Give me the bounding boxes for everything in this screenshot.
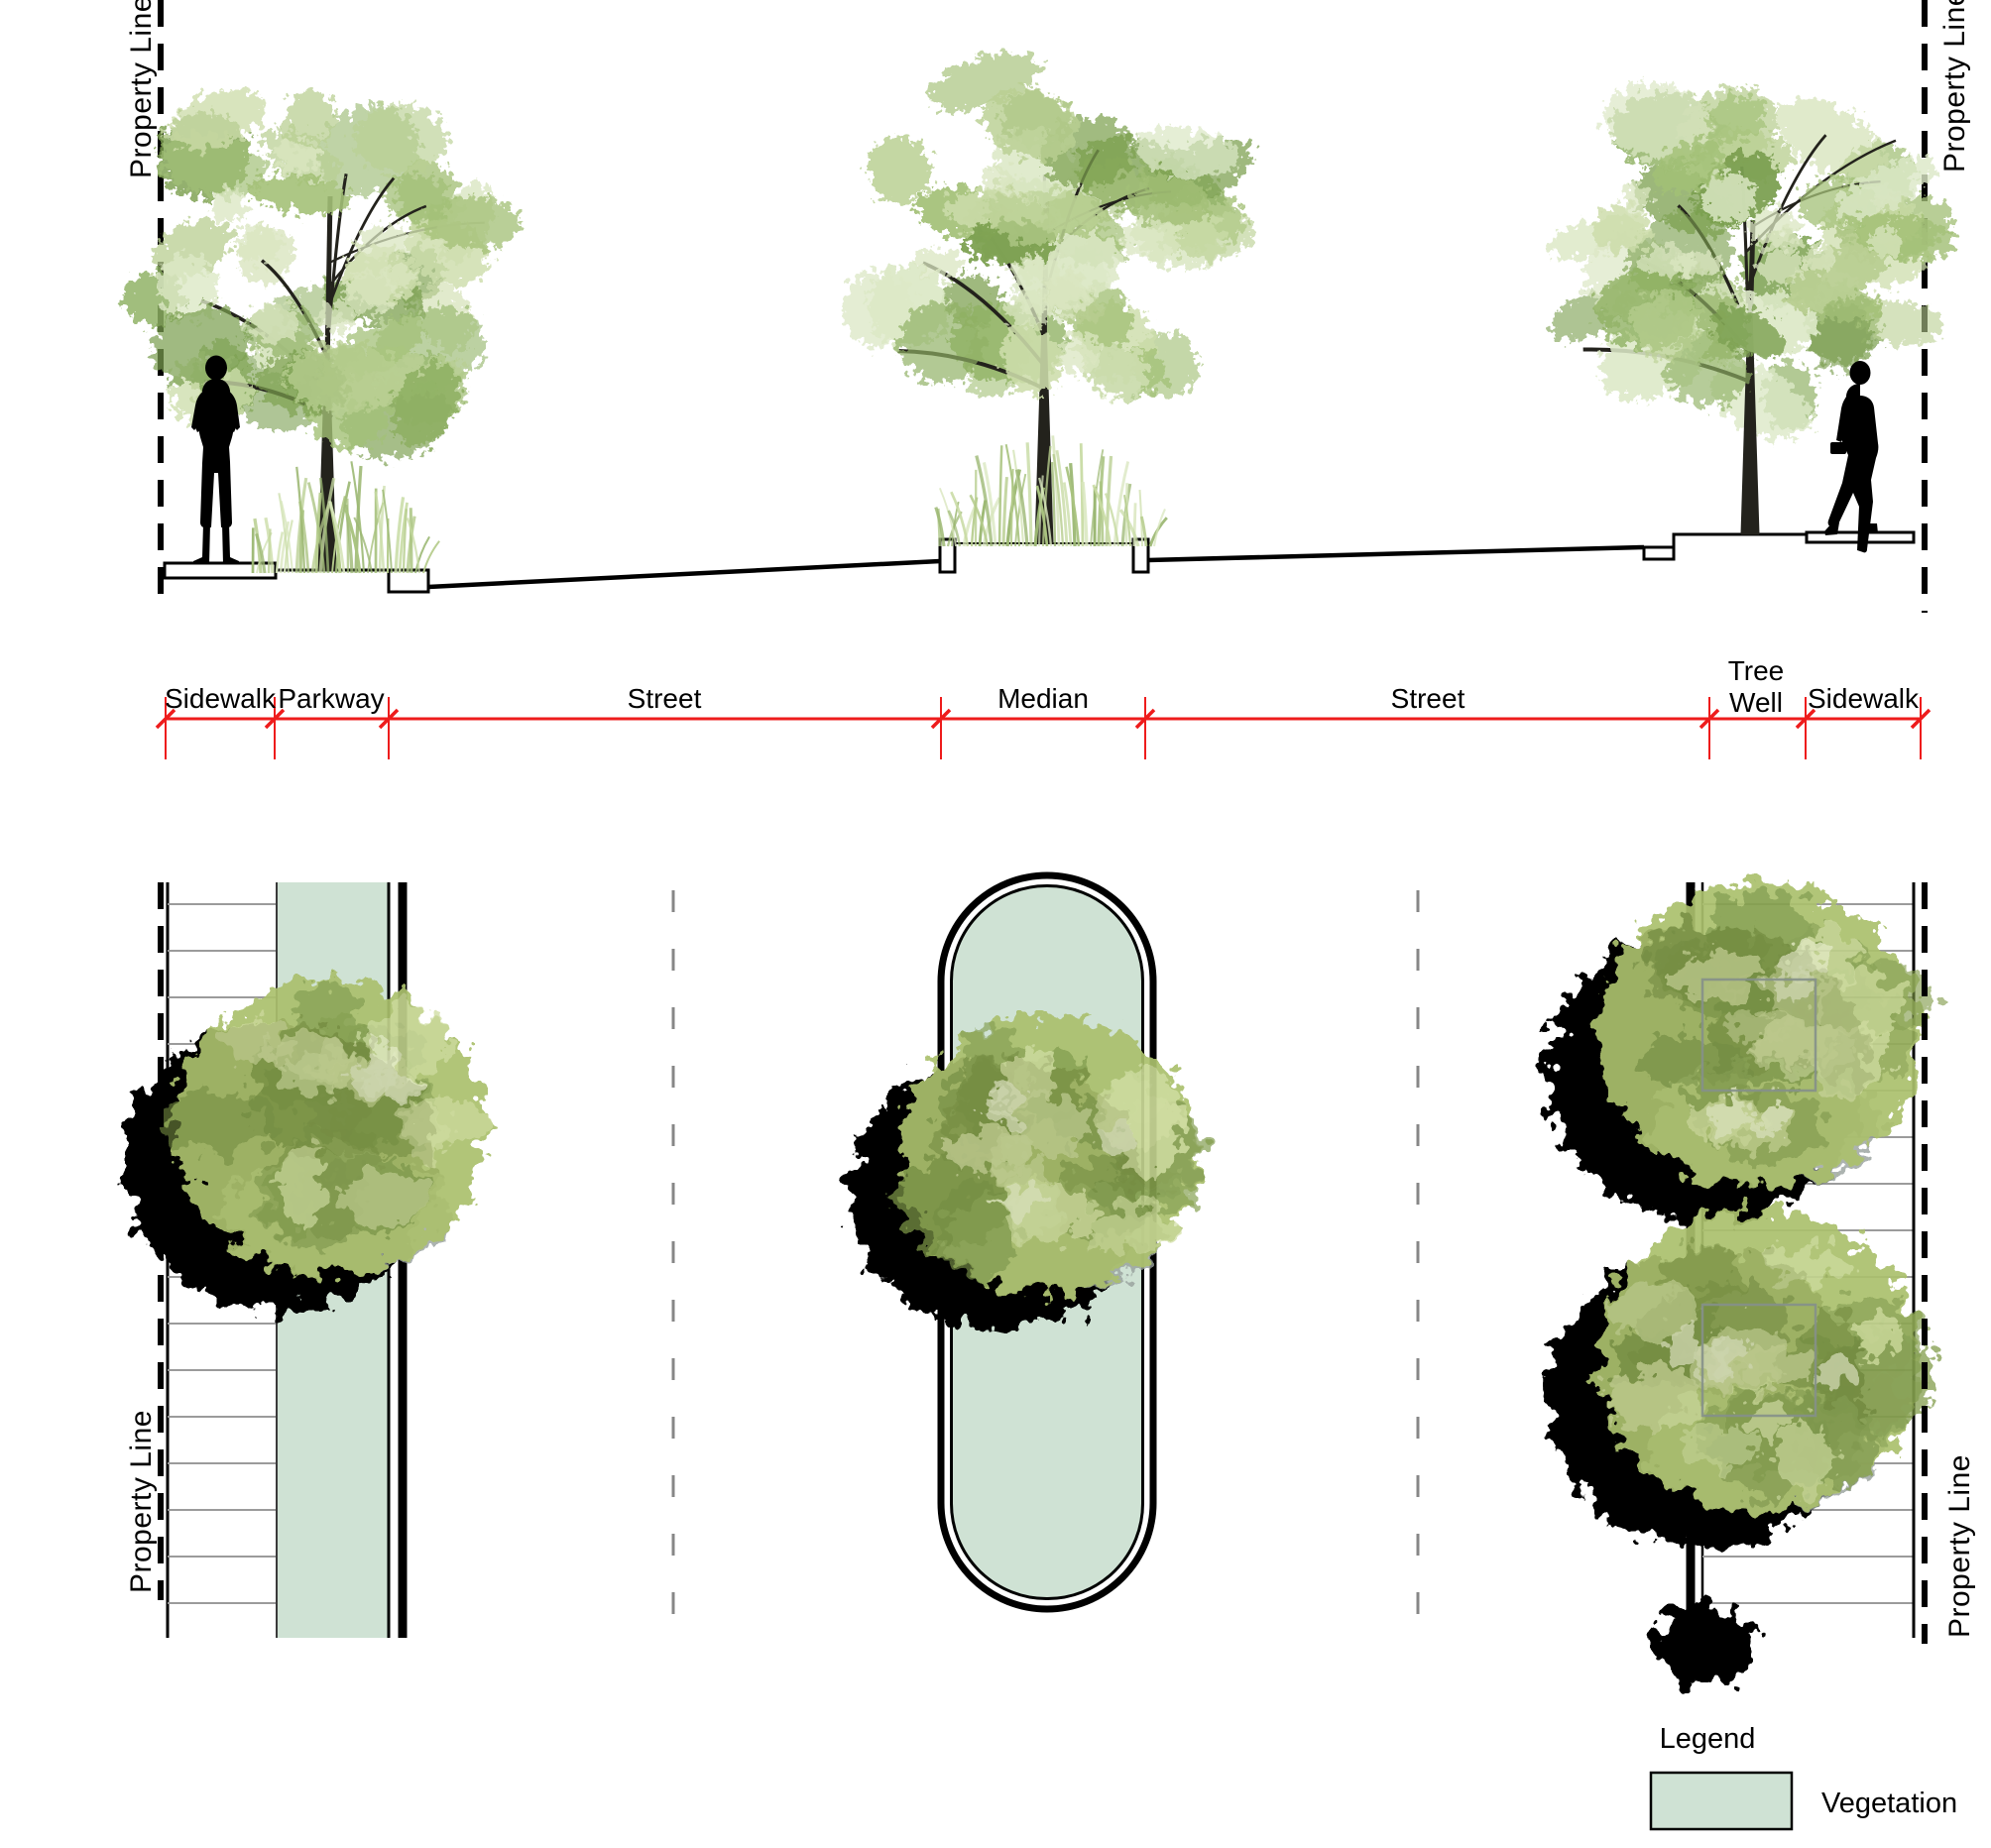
dim-label-street-left: Street [628,683,702,714]
person-left-body [198,379,234,527]
dimension-slash-7 [1910,708,1932,730]
legend-vegetation-swatch [1649,1771,1794,1831]
person-silhouette-right [1824,361,1879,553]
property-line-right-elevation-label: Property Line [1938,0,1971,173]
street-tree-elevation-median [842,52,1254,544]
person-right-bag [1830,442,1846,454]
street-surface-left [427,558,941,590]
person-left-arm-d [216,415,237,432]
tree-well-square-lower [1700,1303,1817,1418]
curb-treewell-right [1672,532,1807,559]
parkway-grass [251,461,440,574]
dimension-slash-0 [155,708,176,730]
property-line-left-plan-label: Property Line [125,1410,158,1593]
dimension-slash-5 [1698,708,1720,730]
person-left-arm-a [191,391,208,430]
dim-label-tree-well-line1: Tree [1728,655,1785,686]
median-curb-right [1131,537,1150,574]
street-tree-elevation-left [123,88,522,572]
person-right-foot-b [1868,523,1878,533]
tree-well-square-upper [1700,978,1817,1093]
person-right-foot-a [1824,522,1839,535]
person-left-arm-c [224,391,240,430]
property-line-left-elevation-label: Property Line [125,0,158,178]
person-silhouette-left [191,355,240,564]
dimension-ticks [155,697,1932,759]
elevation-view: Property Line Property Line [123,0,1971,613]
dimension-slash-4 [1134,708,1156,730]
dimension-slash-3 [930,708,952,730]
person-left-leg-a [193,523,210,564]
tree-canopy-plan-median [849,1015,1205,1329]
person-right-head [1849,361,1871,385]
plan-view: Property Line Property Line [123,871,1976,1684]
dimension-slash-6 [1795,708,1816,730]
tree-canopy-plan-treewell-lower [1547,1209,1937,1684]
dimension-slash-2 [378,708,400,730]
person-right-body [1827,384,1879,553]
person-left-head [205,355,227,381]
property-line-right-plan-label: Property Line [1943,1454,1976,1638]
dim-label-sidewalk-right: Sidewalk [1808,683,1920,714]
tree-canopy-plan-treewell-upper [1547,883,1934,1221]
median-grass [934,435,1168,547]
person-left-leg-b [222,523,239,564]
dimension-slash-1 [264,708,286,730]
street-surface-right [1147,544,1645,563]
curb-gutter-left [387,568,430,594]
dim-label-sidewalk-left: Sidewalk [165,683,277,714]
legend: Legend Vegetation [1649,1723,1957,1831]
median-curb-left [938,537,957,574]
street-tree-elevation-right [1548,82,1955,535]
person-right-arm [1836,395,1853,442]
dim-label-tree-well-line2: Well [1729,687,1783,718]
dim-label-median: Median [997,683,1089,714]
dim-label-street-right: Street [1391,683,1465,714]
gutter-right [1642,545,1676,561]
tree-canopy-plan-parkway [123,980,490,1310]
person-left-arm-b [194,415,216,432]
legend-vegetation-label: Vegetation [1821,1788,1957,1819]
dimension-line: Sidewalk Parkway Street Median Street Tr… [155,655,1932,759]
legend-title: Legend [1660,1723,1756,1755]
dim-label-parkway: Parkway [278,683,384,714]
